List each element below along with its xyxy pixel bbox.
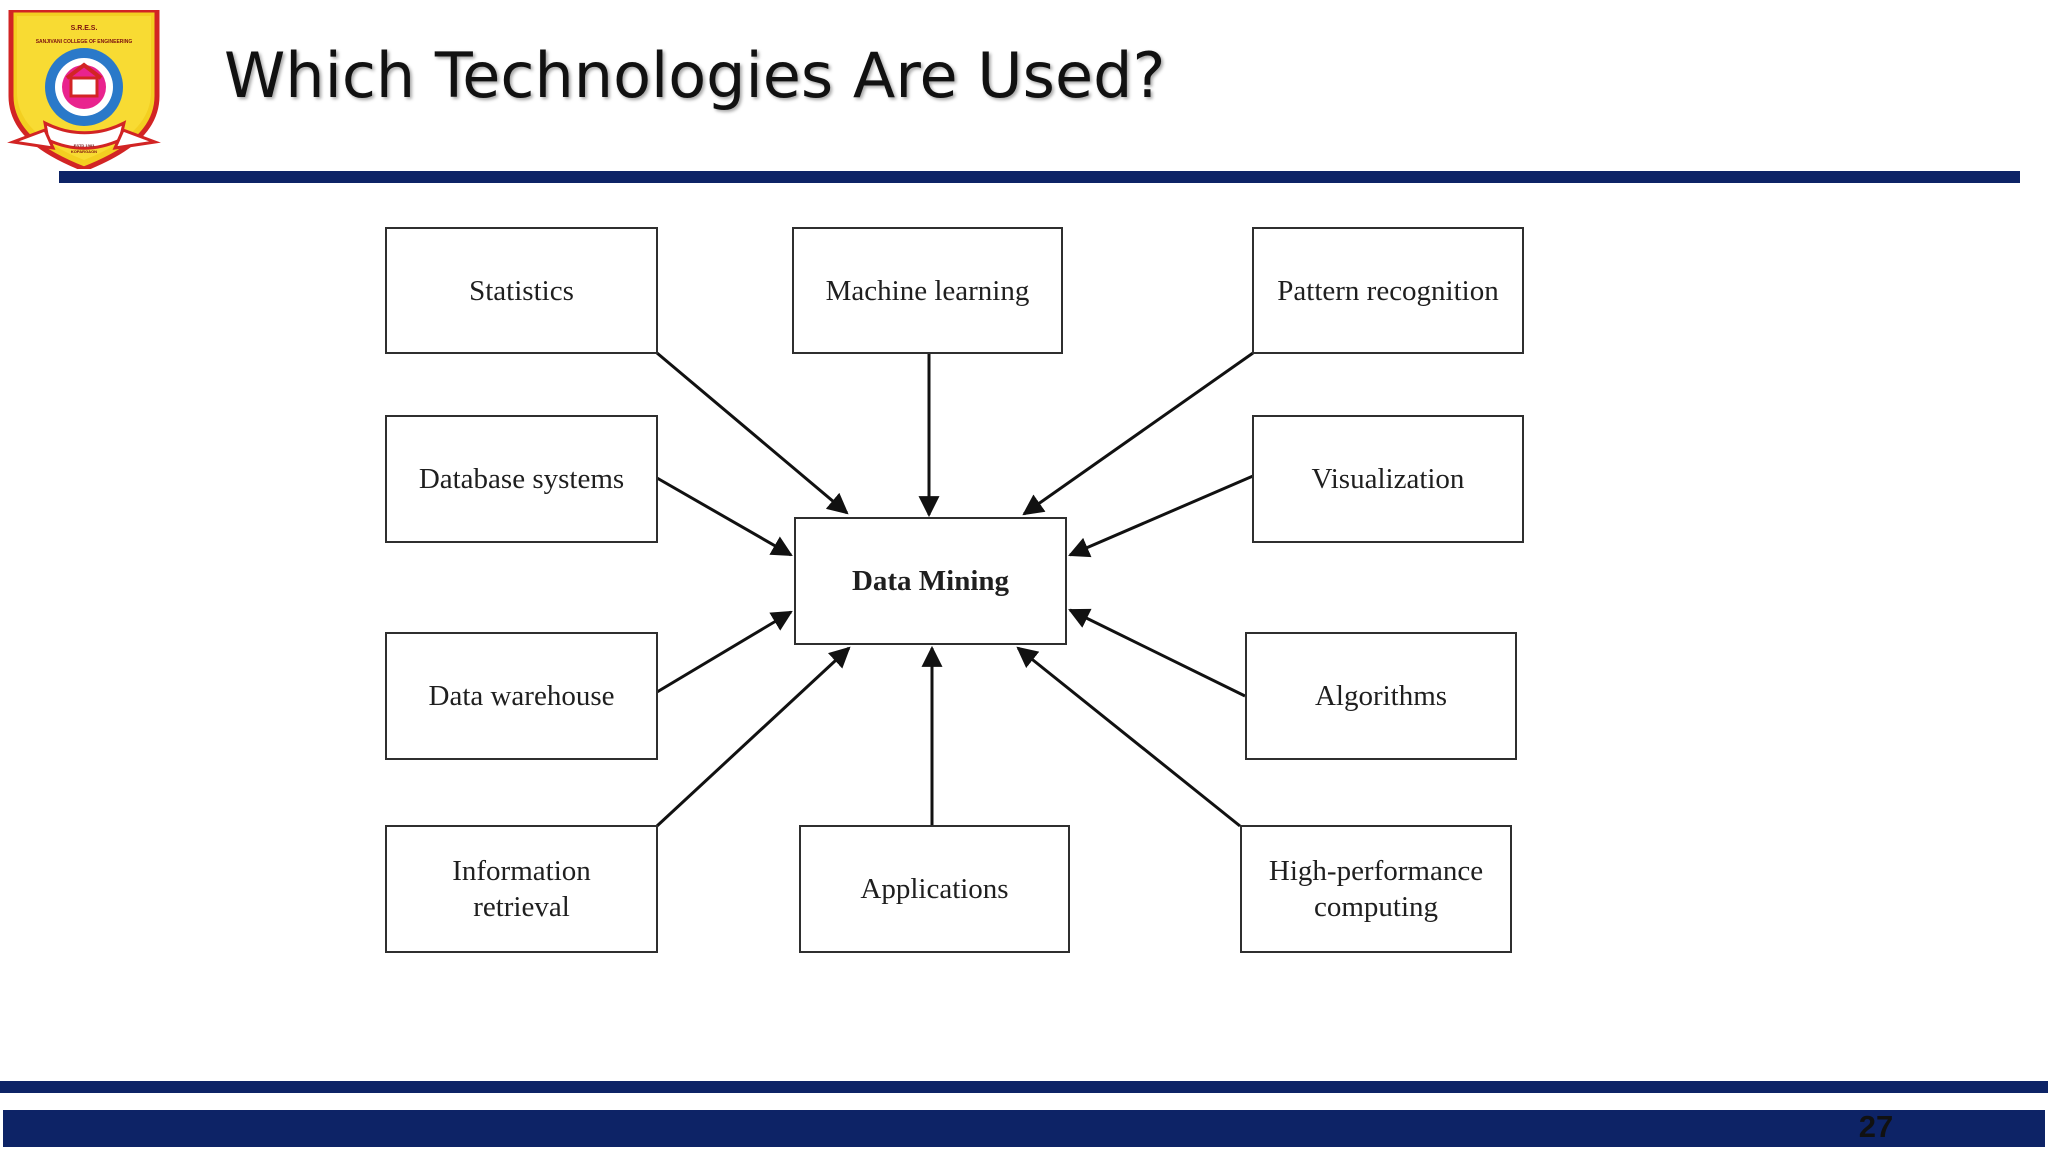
arrow-pattern-recognition [1022,351,1254,516]
node-information-retrieval: Information retrieval [385,825,658,953]
node-data-mining-label: Data Mining [851,565,1010,597]
node-database-systems: Database systems [385,415,658,543]
arrow-high-performance-computing [1016,646,1241,828]
node-data-warehouse-label: Data warehouse [428,680,615,712]
logo-text-college: SANJIVANI COLLEGE OF ENGINEERING [36,39,133,45]
node-information-retrieval-label: Information retrieval [452,855,591,923]
node-visualization-label: Visualization [1311,463,1465,495]
logo-text-location: KOPARGAON [71,149,97,154]
logo-text-sres: S.R.E.S. [71,25,98,32]
footer-divider [0,1081,2048,1093]
logo-text-established: ESTD 1983 [74,143,95,148]
page-number: 27 [1858,1109,1894,1144]
node-statistics-label: Statistics [469,274,574,307]
slide-title: Which Technologies Are Used? [224,39,1166,112]
node-statistics: Statistics [385,227,658,354]
node-pattern-recognition: Pattern recognition [1252,227,1524,354]
node-algorithms-label: Algorithms [1314,680,1448,712]
node-algorithms: Algorithms [1245,632,1517,760]
node-high-performance-computing-label: High-performance computing [1268,855,1484,923]
arrow-database-systems [656,476,793,557]
node-applications: Applications [799,825,1070,953]
node-machine-learning: Machine learning [792,227,1063,354]
node-visualization: Visualization [1252,415,1524,543]
arrow-visualization [1068,474,1254,558]
node-pattern-recognition-label: Pattern recognition [1277,274,1499,307]
node-applications-label: Applications [860,873,1009,905]
college-logo: S.R.E.S. SANJIVANI COLLEGE OF ENGINEERIN… [3,10,165,169]
node-high-performance-computing: High-performance computing [1240,825,1512,953]
arrow-algorithms [1068,608,1246,698]
footer-bar [3,1110,2045,1147]
node-data-mining: Data Mining [794,517,1067,645]
arrow-statistics [656,351,849,515]
arrow-information-retrieval [655,646,851,828]
arrow-data-warehouse [656,610,793,694]
title-divider [59,171,2020,183]
node-data-warehouse: Data warehouse [385,632,658,760]
node-database-systems-label: Database systems [418,463,625,495]
node-machine-learning-label: Machine learning [825,274,1030,307]
college-seal-icon: S.R.E.S. SANJIVANI COLLEGE OF ENGINEERIN… [7,10,161,169]
